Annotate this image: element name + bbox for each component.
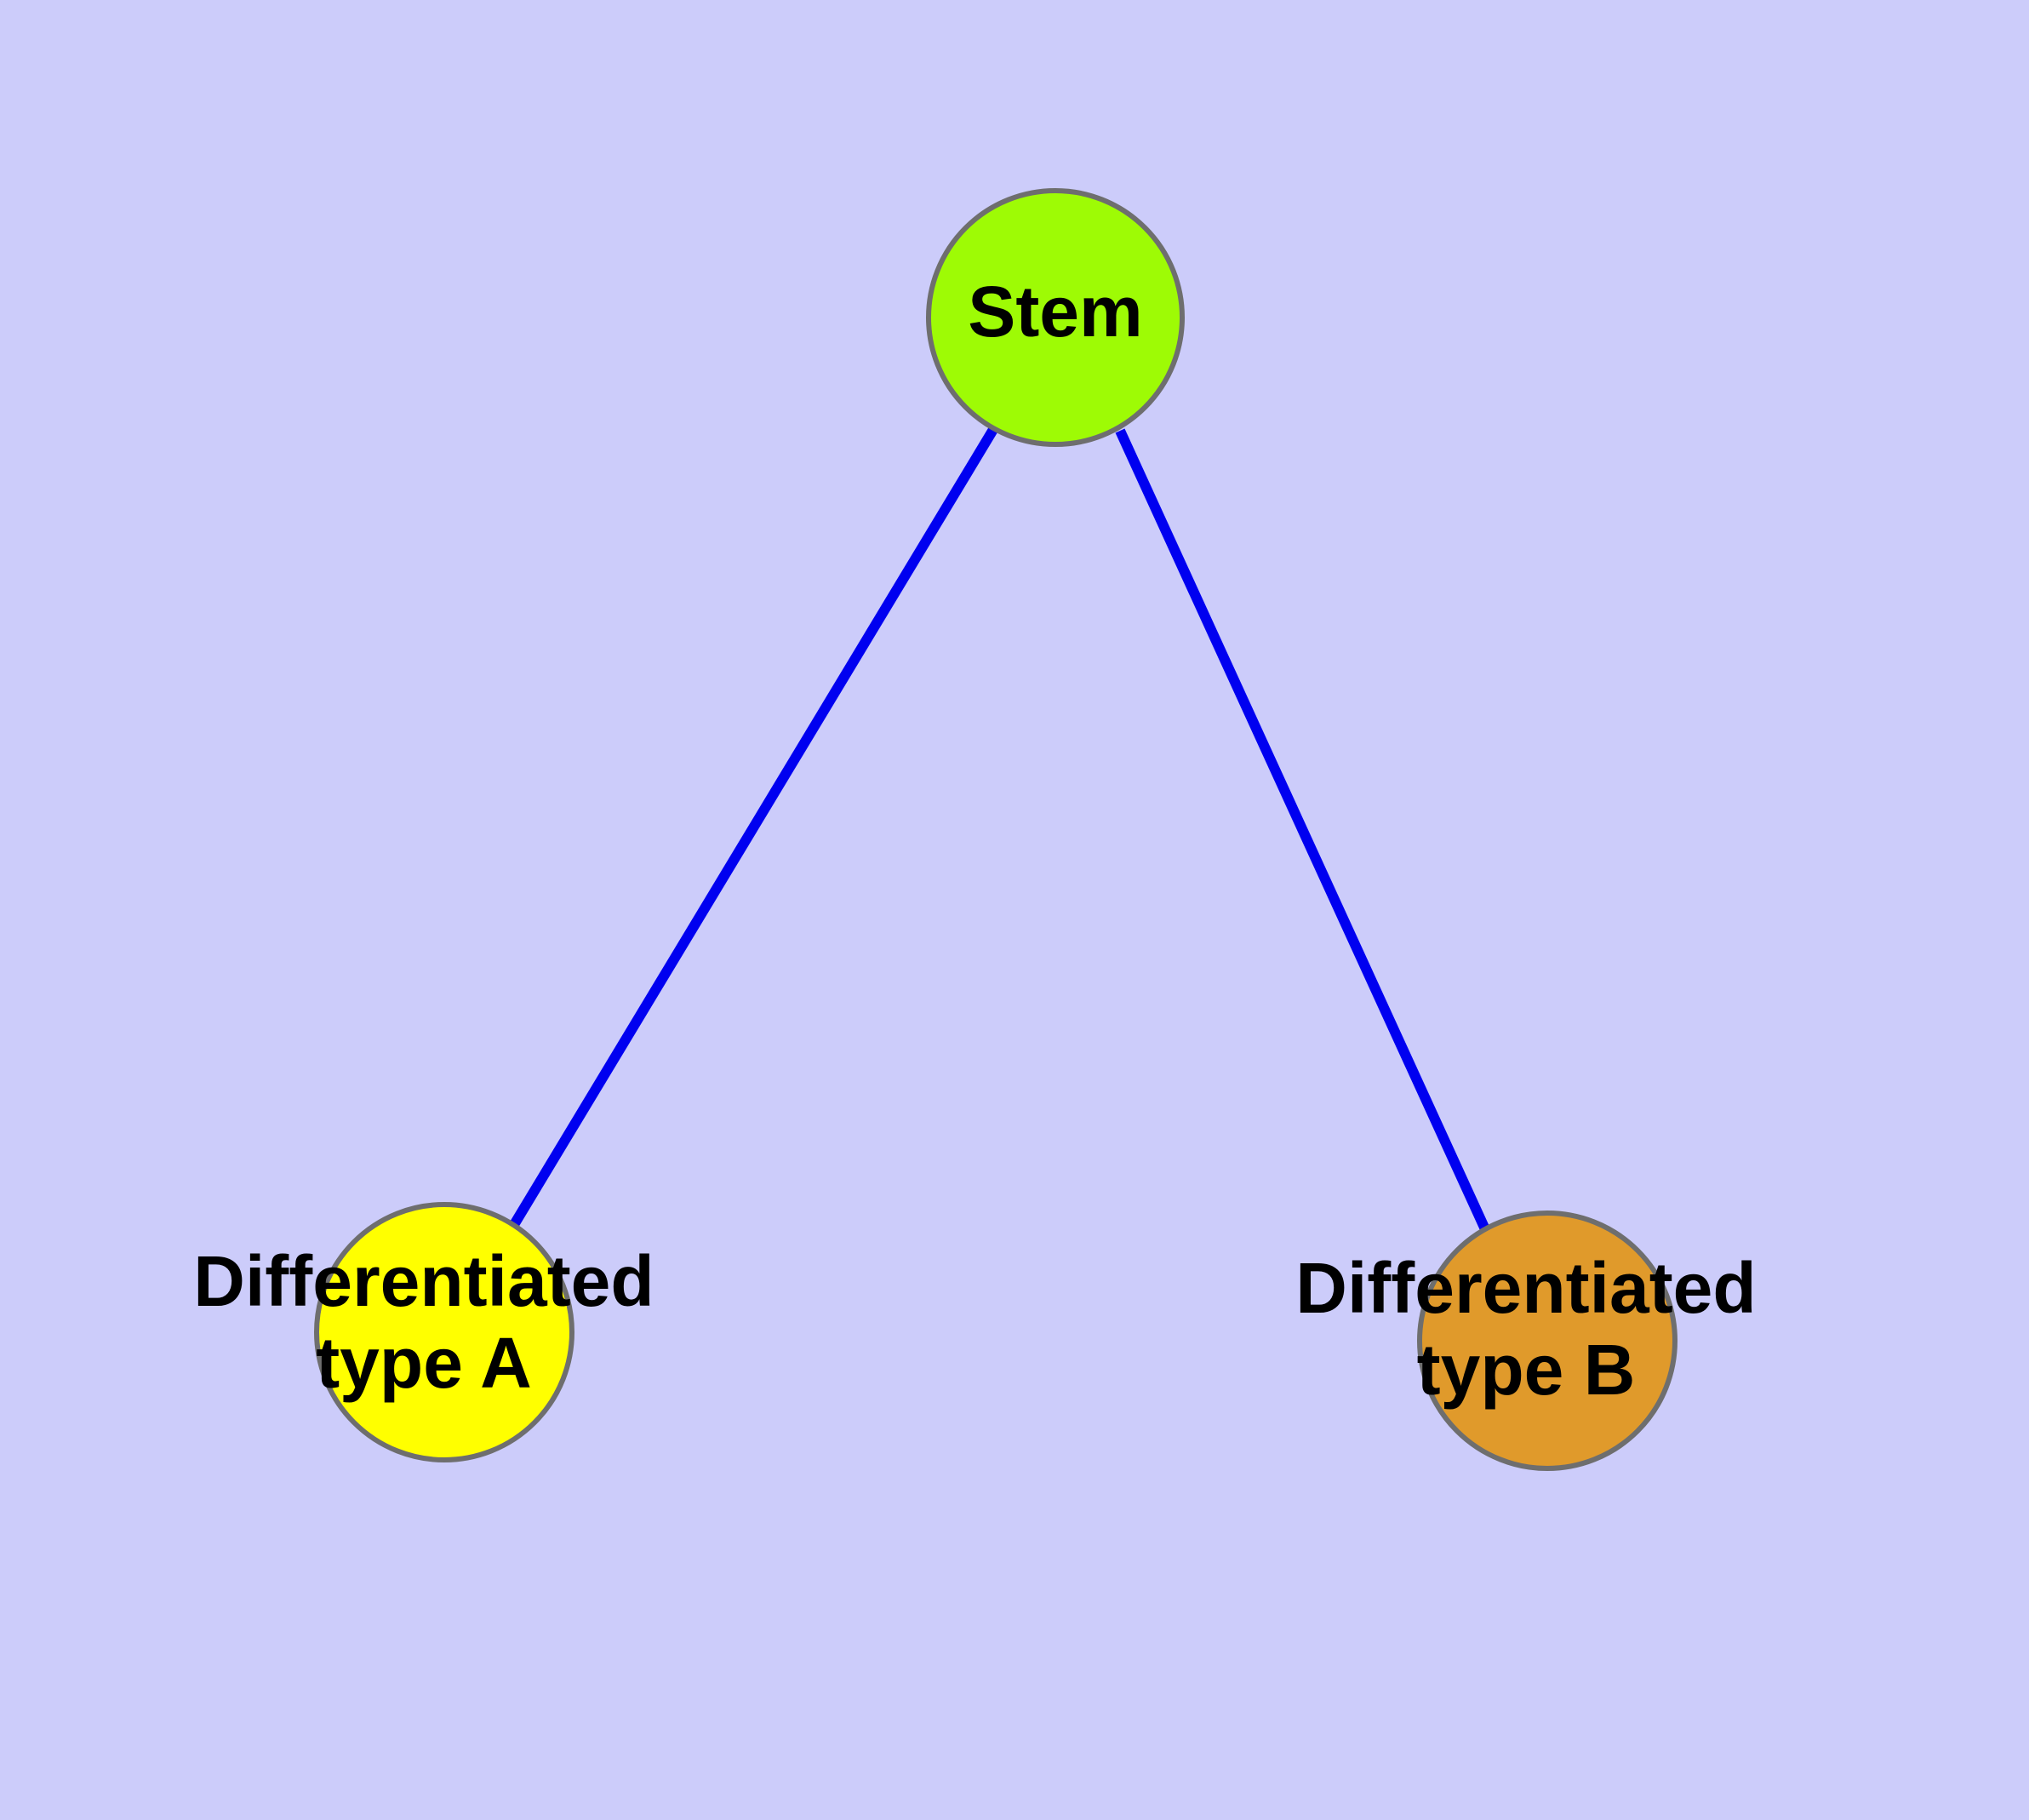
node-differentiated-type-b[interactable] bbox=[1417, 1210, 1677, 1471]
edge-stem-to-differentiated-type-b[interactable] bbox=[1115, 428, 1490, 1232]
node-stem[interactable] bbox=[926, 188, 1185, 447]
node-stem-label: Stem bbox=[968, 272, 1142, 352]
edge-layer bbox=[510, 425, 1490, 1232]
node-layer bbox=[314, 188, 1677, 1471]
node-differentiated-type-a[interactable] bbox=[314, 1202, 574, 1462]
label-line: Stem bbox=[968, 272, 1142, 352]
label-line: type B bbox=[1417, 1330, 1636, 1410]
node-stem-circle[interactable] bbox=[926, 188, 1185, 447]
label-line: type A bbox=[316, 1323, 532, 1403]
label-line: Differentiated bbox=[1295, 1248, 1756, 1328]
node-differentiated-type-a-circle[interactable] bbox=[314, 1202, 574, 1462]
node-differentiated-type-b-circle[interactable] bbox=[1417, 1210, 1677, 1471]
label-line: Differentiated bbox=[193, 1241, 654, 1321]
edge-stem-to-differentiated-type-a[interactable] bbox=[510, 425, 999, 1227]
